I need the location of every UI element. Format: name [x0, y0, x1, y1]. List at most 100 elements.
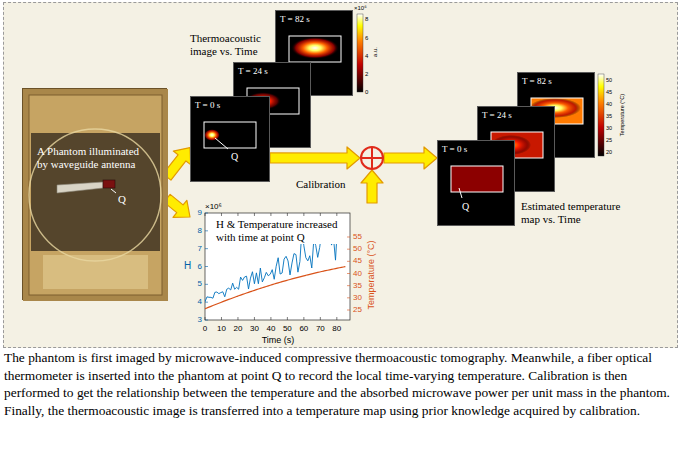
plot-area	[205, 213, 350, 320]
axis-title: Time (s)	[262, 335, 295, 345]
tick-mark	[347, 310, 350, 311]
colorbar-unit: Temperature (°C)	[619, 94, 625, 136]
colorbar-tick: 30	[606, 125, 612, 131]
point-label: Q	[118, 193, 126, 206]
tick-mark	[347, 297, 350, 298]
tick-label: 40	[266, 324, 275, 333]
tick-mark	[205, 248, 208, 249]
tick-mark	[347, 249, 350, 250]
region-outline	[289, 36, 341, 62]
tick-label: 30	[250, 324, 259, 333]
node-text: T = 82 s	[280, 14, 310, 25]
axis-ticks	[205, 213, 350, 320]
node-text: T = 82 s	[522, 76, 552, 87]
colorbar-tick: 35	[606, 113, 612, 119]
colorbar-tick: 40	[606, 101, 612, 107]
tick-mark	[205, 213, 208, 214]
tick-label: 30	[353, 293, 362, 302]
tick-mark	[347, 273, 350, 274]
axis-exponent: ×10⁶	[205, 202, 222, 211]
region-outline	[204, 122, 256, 148]
tick-mark	[320, 213, 321, 216]
tick-label: 50	[353, 245, 362, 254]
tick-label: 55	[353, 232, 362, 241]
tick-mark	[320, 317, 321, 320]
panel-title: Thermoacoustic image vs. Time	[190, 32, 274, 57]
panel-title: Estimated temperature map vs. Time	[521, 200, 631, 225]
tick-mark	[347, 261, 350, 262]
colorbar	[598, 74, 604, 156]
tick-mark	[287, 213, 288, 216]
tick-mark	[303, 317, 304, 320]
colorbar-tick: 8	[365, 16, 368, 23]
tick-label: 4	[198, 298, 202, 307]
tick-label: 10	[217, 324, 226, 333]
sum-junction: Calibration	[360, 146, 384, 170]
tick-mark	[205, 230, 208, 231]
tick-label: 7	[198, 244, 202, 253]
colorbar-tick: 45	[606, 89, 612, 95]
tick-mark	[205, 213, 206, 216]
tick-mark	[237, 317, 238, 320]
tick-mark	[347, 237, 350, 238]
thermoacoustic-frame: T = 0 sQ	[190, 96, 270, 182]
heat-spot	[204, 129, 220, 141]
colorbar-tick: 25	[606, 137, 612, 143]
calibration-chart: H & Temperature increased with time at p…	[190, 203, 380, 343]
plus-symbol	[362, 148, 382, 168]
tick-mark	[270, 213, 271, 216]
tick-label: 70	[316, 324, 325, 333]
node-text: T = 0 s	[195, 100, 220, 111]
tick-mark	[205, 266, 208, 267]
temperature-curve	[205, 267, 345, 309]
tick-label: 20	[234, 324, 243, 333]
tick-mark	[336, 317, 337, 320]
node-text: T = 0 s	[442, 144, 467, 155]
tick-label: 60	[299, 324, 308, 333]
tray	[29, 95, 162, 295]
tick-label: 50	[283, 324, 292, 333]
tick-label: 35	[353, 281, 362, 290]
tick-mark	[347, 285, 350, 286]
tick-mark	[303, 213, 304, 216]
tick-label: 40	[353, 269, 362, 278]
waveguide	[57, 182, 103, 193]
block-arrow	[361, 170, 383, 203]
node-text: T = 24 s	[238, 66, 268, 77]
photo-image	[23, 89, 168, 301]
colorbar-tick: 20	[606, 149, 612, 155]
tick-mark	[254, 317, 255, 320]
tick-mark	[237, 213, 238, 216]
tick-mark	[287, 317, 288, 320]
colorbar-unit: a.u.	[372, 47, 379, 57]
block-arrow	[384, 147, 437, 169]
colorbar-tick: 0	[365, 89, 368, 96]
tick-mark	[205, 320, 208, 321]
leader-line	[111, 189, 116, 193]
tick-label: 6	[198, 262, 202, 271]
phantom-photo: A Phantom illuminated by waveguide anten…	[22, 88, 167, 300]
colorbar-tick: 50	[606, 77, 612, 83]
photo-ground	[23, 89, 168, 301]
node-text: Calibration	[296, 178, 346, 191]
figure-caption: The phantom is first imaged by microwave…	[4, 349, 678, 419]
colorbar-exponent: ×10⁶	[354, 5, 367, 12]
node-text: T = 24 s	[482, 110, 512, 121]
tick-label: 5	[198, 280, 202, 289]
tick-label: 0	[203, 324, 207, 333]
tick-label: 3	[198, 315, 202, 324]
colorbar-tick: 6	[365, 34, 368, 41]
tick-label: 25	[353, 305, 362, 314]
tick-mark	[221, 317, 222, 320]
axis-title: H	[184, 260, 191, 272]
tick-mark	[336, 213, 337, 216]
tick-mark	[221, 213, 222, 216]
absorber	[31, 133, 160, 251]
colorbar	[357, 14, 363, 92]
tick-label: 8	[198, 226, 202, 235]
tick-mark	[270, 317, 271, 320]
leader-line	[459, 188, 462, 198]
tick-mark	[254, 213, 255, 216]
node-text: H & Temperature increased with time at p…	[214, 218, 346, 244]
